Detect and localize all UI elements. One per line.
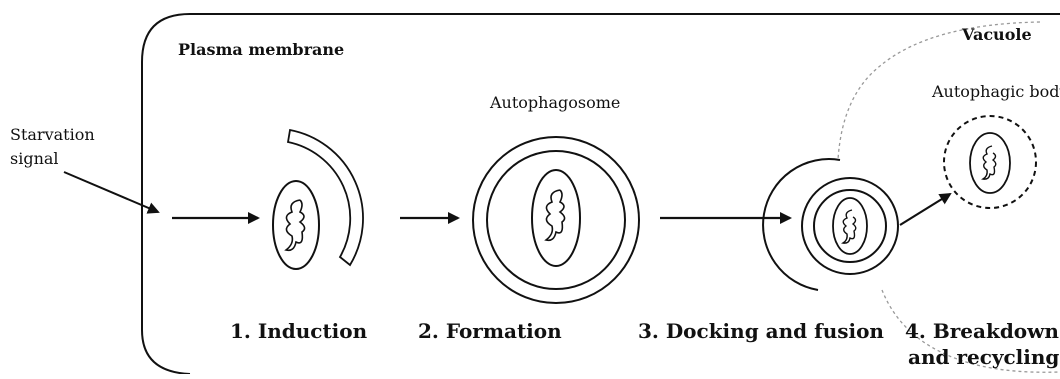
- vacuole-label: Vacuole: [961, 25, 1032, 44]
- autophagosome-label: Autophagosome: [489, 93, 620, 112]
- step-4-label-line1: 4. Breakdown: [905, 319, 1059, 343]
- cargo-ellipse: [273, 181, 319, 269]
- induction-structure: [273, 130, 363, 269]
- step-3-label: 3. Docking and fusion: [638, 319, 884, 343]
- plasma-membrane-label: Plasma membrane: [178, 40, 344, 59]
- step-1-label: 1. Induction: [230, 319, 368, 343]
- docking-structure: [763, 159, 898, 290]
- starvation-label-line2: signal: [10, 149, 59, 168]
- starvation-arrow: [64, 172, 158, 212]
- step-2-label: 2. Formation: [418, 319, 562, 343]
- autophagosome-structure: [473, 137, 639, 303]
- arrow-to-breakdown: [900, 194, 950, 225]
- autophagic-body-structure: [944, 116, 1036, 208]
- autophagosome-cargo: [532, 170, 580, 266]
- step-4-label-line2: and recycling: [908, 345, 1059, 369]
- docking-cargo: [833, 198, 867, 254]
- autophagic-body-label: Autophagic body: [931, 82, 1060, 101]
- autophagic-body-cargo: [970, 133, 1010, 193]
- starvation-label-line1: Starvation: [10, 125, 95, 144]
